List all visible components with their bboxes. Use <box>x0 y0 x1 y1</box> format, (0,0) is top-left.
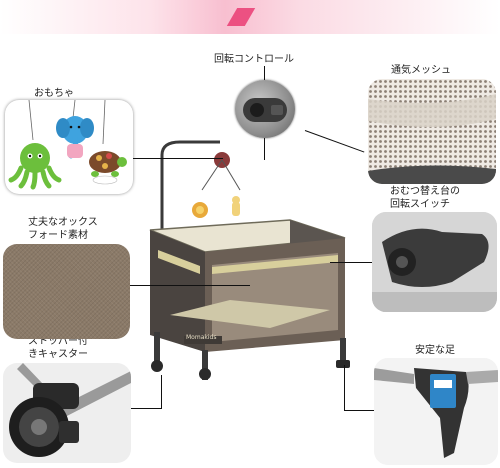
rotation-control-zoom <box>235 80 295 138</box>
product-brand-text: Momakids <box>186 334 217 341</box>
label-switch-line2: 回転スイッチ <box>390 199 450 210</box>
leader-foot-2 <box>344 365 345 411</box>
leader-caster-2 <box>161 375 162 409</box>
label-fabric-line1: 丈夫なオックス <box>28 217 98 228</box>
fabric-zoom-panel <box>3 244 130 339</box>
label-toys: おもちゃ <box>34 88 74 99</box>
label-switch-line1: おむつ替え台の <box>390 186 460 197</box>
toys-zoom-panel <box>5 100 133 194</box>
leader-rotation-control <box>264 66 265 80</box>
label-caster-line2: きキャスター <box>28 349 88 360</box>
leader-switch <box>330 262 372 263</box>
leader-toys <box>133 158 223 159</box>
label-caster-line1: ストッパー付 <box>28 336 88 347</box>
turtle-toy-icon <box>89 151 127 185</box>
leader-fabric <box>130 285 250 286</box>
foot-zoom-panel <box>374 358 498 465</box>
label-rotation-control: 回転コントロール <box>214 54 294 65</box>
elephant-toy-icon <box>56 116 94 159</box>
label-foot: 安定な足 <box>415 345 455 356</box>
lion-toy-icon <box>192 202 208 218</box>
leader-rotation-control-2 <box>264 138 265 160</box>
top-banner <box>0 0 500 34</box>
label-fabric-line2: フォード素材 <box>28 230 88 241</box>
leader-caster <box>131 408 161 409</box>
mesh-zoom-panel <box>368 79 496 184</box>
leader-foot <box>344 410 374 411</box>
caster-zoom-panel <box>3 363 131 463</box>
switch-zoom-panel <box>372 212 497 312</box>
label-mesh: 通気メッシュ <box>391 65 451 76</box>
giraffe-toy-icon <box>232 196 240 216</box>
octopus-toy-icon <box>8 143 62 190</box>
playpen-product <box>149 140 350 380</box>
